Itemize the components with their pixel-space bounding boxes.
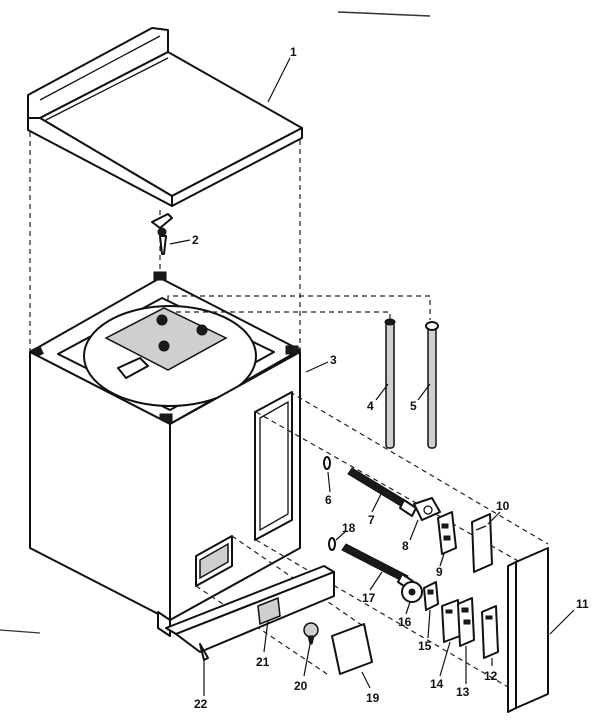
threaded-rod-7 (347, 467, 417, 517)
access-cover-19 (331, 623, 373, 675)
switch-15 (423, 581, 439, 611)
o-ring-18 (328, 537, 336, 551)
callout-8: 8 (402, 539, 409, 553)
terminal-13 (457, 597, 475, 647)
callout-6: 6 (325, 493, 332, 507)
align-line-panel-top (289, 391, 549, 545)
cabinet (29, 271, 301, 637)
scan-mark-top (337, 11, 431, 17)
callout-9: 9 (436, 565, 443, 579)
terminal-12 (481, 605, 499, 659)
align-line-panel-bottom (255, 539, 521, 695)
callout-1: 1 (290, 45, 297, 59)
callout-5: 5 (410, 399, 417, 413)
callout-13: 13 (456, 685, 470, 699)
callout-16: 16 (398, 615, 412, 629)
callout-4: 4 (367, 399, 374, 413)
switch-9 (437, 511, 457, 555)
callout-14: 14 (430, 677, 444, 691)
callout-21: 21 (256, 655, 270, 669)
rod-4 (384, 318, 396, 449)
callout-11: 11 (576, 597, 589, 611)
kick-panel (165, 565, 335, 661)
control-panel (507, 547, 549, 713)
callout-12: 12 (484, 669, 498, 683)
callout-2: 2 (192, 233, 199, 247)
knob-flange-8 (413, 497, 441, 521)
callout-10: 10 (496, 499, 510, 513)
callout-22: 22 (194, 697, 208, 711)
top-clip (151, 213, 173, 255)
callout-15: 15 (418, 639, 432, 653)
callout-18: 18 (342, 521, 356, 535)
knob-flange-16 (401, 581, 423, 603)
bracket-10 (471, 513, 493, 573)
callout-19: 19 (366, 691, 380, 705)
o-ring-6 (323, 456, 331, 470)
scan-mark-left (0, 629, 41, 634)
screw-20 (303, 622, 319, 645)
leader-lines (169, 57, 575, 696)
callout-20: 20 (294, 679, 308, 693)
top-panel (27, 27, 303, 207)
callout-7: 7 (368, 513, 375, 527)
callout-17: 17 (362, 591, 376, 605)
align-lines-bolts (167, 295, 431, 320)
rod-5 (425, 321, 439, 449)
callout-3: 3 (330, 353, 337, 367)
label-21 (257, 596, 281, 626)
